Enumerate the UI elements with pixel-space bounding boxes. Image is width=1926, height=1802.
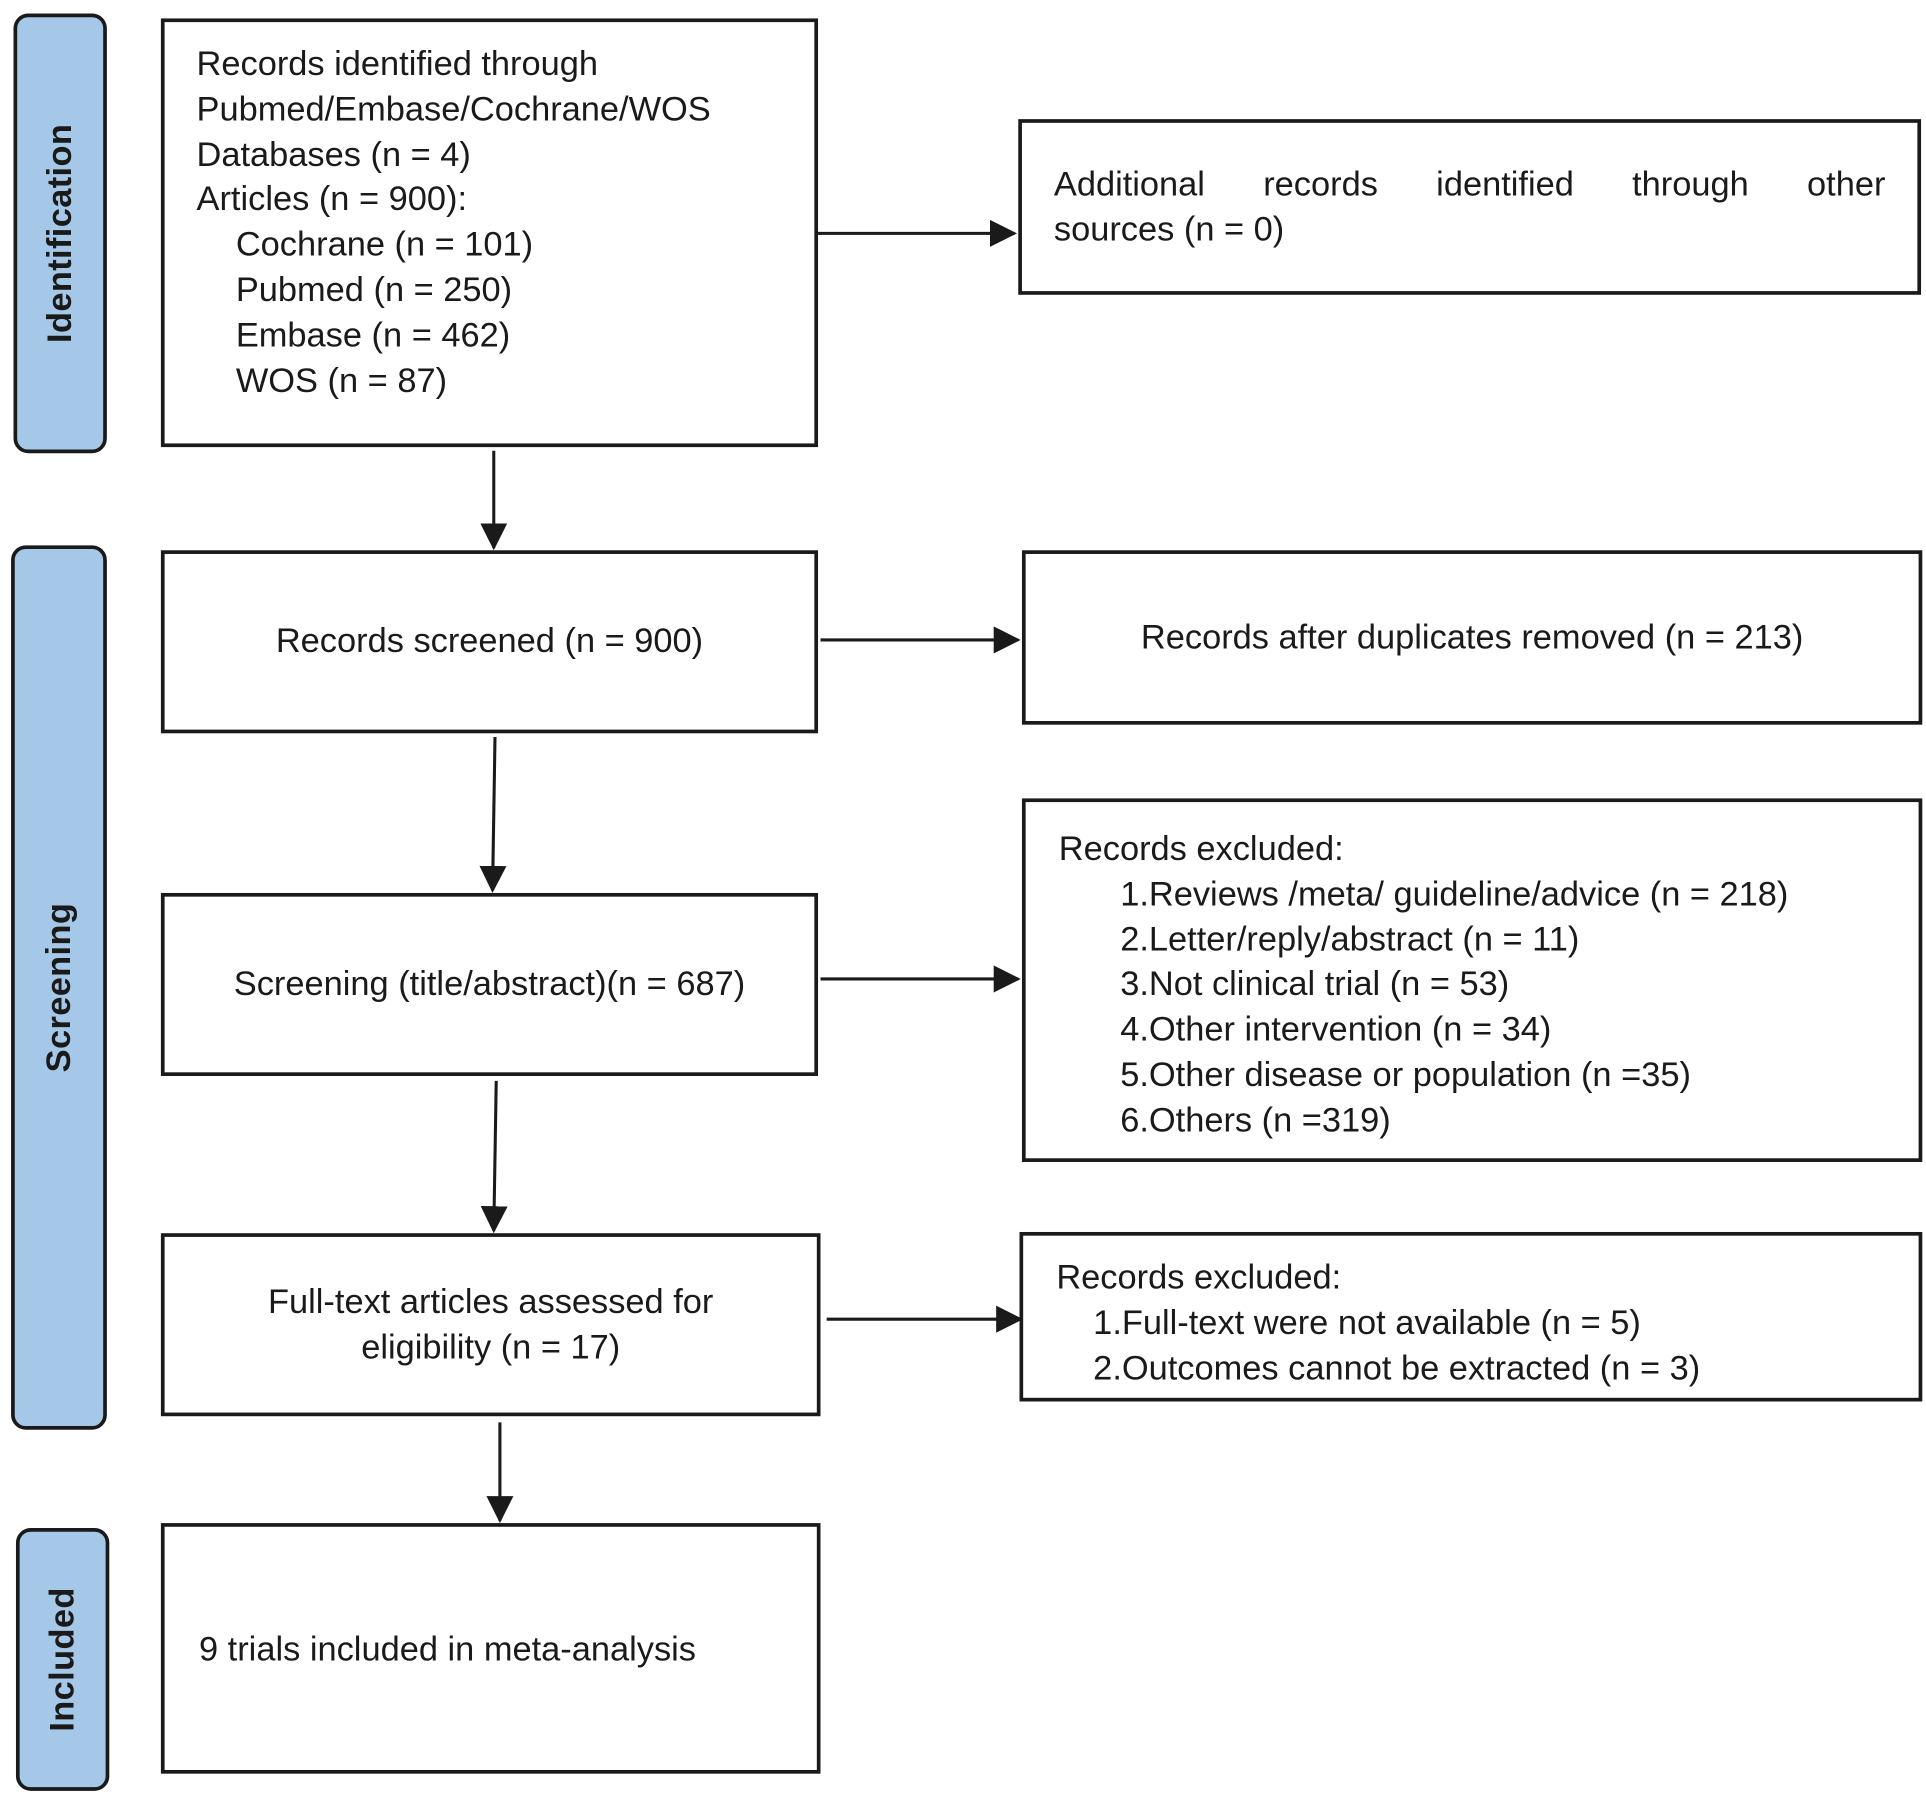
identified-records-box: Records identified through Pubmed/Embase…: [160, 18, 819, 448]
phase-identification: Identification: [13, 13, 107, 454]
excluded-1-item-6: 6.Others (n =319): [1120, 1100, 1391, 1139]
excluded-2-heading: Records excluded:: [1056, 1257, 1342, 1296]
excluded-1-item-4: 4.Other intervention (n = 34): [1120, 1009, 1552, 1048]
fulltext-assessed-box: Full-text articles assessed for eligibil…: [160, 1233, 821, 1417]
duplicates-removed-box: Records after duplicates removed (n = 21…: [1021, 550, 1923, 725]
duplicates-removed-text: Records after duplicates removed (n = 21…: [1140, 617, 1804, 656]
phase-screening: Screening: [11, 545, 107, 1430]
arrow-screened-to-title-abstract: [479, 736, 507, 893]
records-excluded-box-1: Records excluded: 1.Reviews /meta/ guide…: [1021, 798, 1923, 1162]
excluded-1-heading: Records excluded:: [1058, 829, 1344, 868]
fulltext-line-2: eligibility (n = 17): [361, 1327, 621, 1366]
phase-included: Included: [15, 1528, 110, 1791]
records-screened-box: Records screened (n = 900): [160, 550, 819, 734]
additional-line-2: sources (n = 0): [1053, 209, 1285, 248]
excluded-1-item-2: 2.Letter/reply/abstract (n = 11): [1120, 919, 1580, 958]
excluded-1-item-1: 1.Reviews /meta/ guideline/advice (n = 2…: [1120, 874, 1789, 913]
excluded-2-item-1: 1.Full-text were not available (n = 5): [1093, 1302, 1641, 1342]
identified-line-2: Pubmed/Embase/Cochrane/WOS: [196, 89, 711, 128]
source-pubmed: Pubmed (n = 250): [235, 270, 513, 309]
additional-line-1: Additional records identified through ot…: [1053, 164, 1886, 203]
source-cochrane: Cochrane (n = 101): [235, 225, 534, 264]
source-wos: WOS (n = 87): [235, 360, 448, 399]
arrow-title-abstract-to-fulltext: [480, 1080, 508, 1234]
identified-line-1: Records identified through: [196, 44, 599, 83]
source-embase: Embase (n = 462): [235, 315, 511, 354]
additional-records-box: Additional records identified through ot…: [1018, 119, 1922, 295]
identified-line-4: Articles (n = 900):: [196, 179, 468, 218]
excluded-1-item-5: 5.Other disease or population (n =35): [1120, 1055, 1691, 1094]
title-abstract-screening-box: Screening (title/abstract)(n = 687): [160, 892, 819, 1076]
records-excluded-box-2: Records excluded: 1.Full-text were not a…: [1019, 1231, 1923, 1402]
excluded-1-item-3: 3.Not clinical trial (n = 53): [1120, 964, 1510, 1003]
title-abstract-screening-text: Screening (title/abstract)(n = 687): [233, 964, 746, 1003]
included-trials-box: 9 trials included in meta-analysis: [160, 1523, 821, 1774]
records-screened-text: Records screened (n = 900): [275, 621, 704, 660]
identified-line-3: Databases (n = 4): [196, 134, 471, 173]
fulltext-line-1: Full-text articles assessed for: [268, 1281, 714, 1321]
excluded-2-item-2: 2.Outcomes cannot be extracted (n = 3): [1093, 1348, 1701, 1387]
included-trials-text: 9 trials included in meta-analysis: [198, 1629, 697, 1669]
